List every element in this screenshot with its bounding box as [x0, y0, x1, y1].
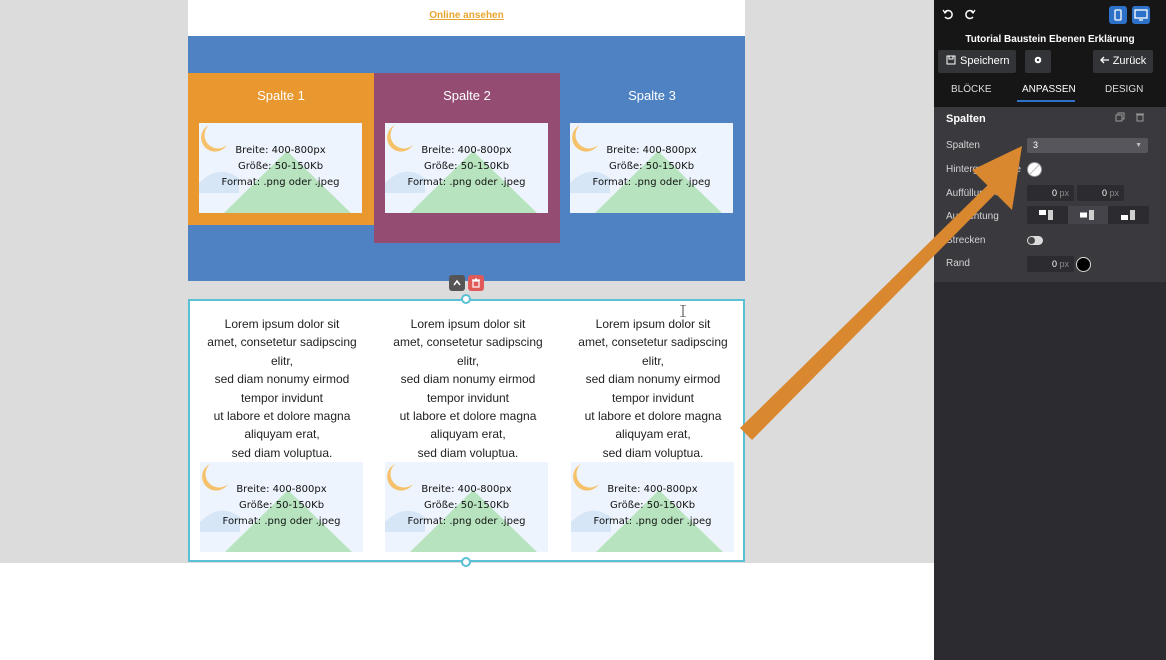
image-placeholder-icon	[200, 464, 352, 552]
padding-right-input[interactable]: 0 px	[1077, 185, 1124, 201]
panel-title: Spalten	[946, 113, 986, 125]
align-bottom-option[interactable]	[1109, 206, 1149, 224]
align-top-option[interactable]	[1027, 206, 1067, 224]
columns-select-value: 3	[1033, 140, 1039, 150]
column-1[interactable]: Spalte 1 Breite: 400-800px Größe: 50-150…	[188, 73, 374, 225]
canvas-below-area	[0, 563, 934, 660]
settings-button[interactable]	[1025, 50, 1051, 73]
background-color-label: Hintergrundfarbe	[946, 164, 1022, 175]
chevron-up-icon	[453, 279, 461, 286]
tab-design[interactable]: DESIGN	[1105, 84, 1144, 95]
toggle-knob	[1028, 237, 1035, 244]
trash-icon	[472, 278, 480, 288]
mobile-icon	[1114, 9, 1122, 21]
column-title: Spalte 1	[257, 88, 305, 103]
image-placeholder[interactable]: Breite: 400-800px Größe: 50-150Kb Format…	[385, 462, 548, 552]
resize-handle-bottom[interactable]	[461, 557, 471, 567]
tab-bloecke[interactable]: BLÖCKE	[951, 84, 992, 95]
border-label: Rand	[946, 258, 970, 269]
arrow-left-icon	[1099, 56, 1109, 64]
column-2[interactable]: Spalte 2 Breite: 400-800px Größe: 50-150…	[374, 73, 560, 243]
save-button[interactable]: Speichern	[938, 50, 1016, 73]
align-middle-icon	[1080, 210, 1094, 220]
desktop-view-button[interactable]	[1132, 6, 1150, 24]
copy-icon	[1115, 112, 1125, 122]
image-placeholder-icon	[385, 125, 537, 213]
trash-icon	[1136, 113, 1144, 122]
padding-label: Auffüllung ↔	[946, 188, 1004, 199]
column-title: Spalte 2	[443, 88, 491, 103]
text-cursor-icon	[680, 305, 686, 317]
columns-select[interactable]: 3 ▼	[1027, 138, 1148, 153]
online-view-link[interactable]: Online ansehen	[429, 10, 504, 21]
border-width-input[interactable]: 0 px	[1027, 256, 1074, 272]
padding-left-input[interactable]: 0 px	[1027, 185, 1074, 201]
editor-sidebar: Tutorial Baustein Ebenen Erklärung Speic…	[934, 0, 1166, 660]
save-label: Speichern	[960, 55, 1010, 67]
column-3[interactable]: Spalte 3 Breite: 400-800px Größe: 50-150…	[559, 73, 745, 225]
caret-down-icon: ▼	[1135, 142, 1142, 149]
image-placeholder-icon	[385, 464, 537, 552]
image-placeholder-text: Breite: 400-800px Größe: 50-150Kb Format…	[222, 484, 341, 527]
align-top-icon	[1039, 210, 1053, 220]
redo-button[interactable]	[964, 8, 976, 23]
image-placeholder[interactable]: Breite: 400-800px Größe: 50-150Kb Format…	[199, 123, 362, 213]
tab-anpassen[interactable]: ANPASSEN	[1022, 84, 1076, 95]
no-color-icon	[1029, 164, 1040, 175]
image-placeholder[interactable]: Breite: 400-800px Größe: 50-150Kb Format…	[570, 123, 733, 213]
active-tab-indicator	[1017, 100, 1075, 102]
undo-icon	[942, 9, 953, 20]
alignment-label: Ausrichtung	[946, 211, 999, 222]
template-title: Tutorial Baustein Ebenen Erklärung	[965, 34, 1135, 45]
image-placeholder-icon	[199, 125, 351, 213]
undo-button[interactable]	[942, 8, 954, 23]
preheader-strip: Online ansehen	[188, 0, 745, 36]
spalten-label: Spalten	[946, 140, 980, 151]
background-color-swatch[interactable]	[1027, 162, 1042, 177]
duplicate-button[interactable]	[1115, 112, 1125, 125]
border-color-swatch[interactable]	[1076, 257, 1091, 272]
image-placeholder-text: Breite: 400-800px Größe: 50-150Kb Format…	[221, 145, 340, 188]
mobile-view-button[interactable]	[1109, 6, 1127, 24]
stretch-label: Strecken	[946, 235, 986, 246]
sidebar-header: Tutorial Baustein Ebenen Erklärung Speic…	[934, 0, 1166, 107]
resize-handle-top[interactable]	[461, 294, 471, 304]
image-placeholder-icon	[571, 464, 723, 552]
columns-block[interactable]: Spalte 1 Breite: 400-800px Größe: 50-150…	[188, 36, 745, 281]
alignment-options	[1027, 206, 1149, 224]
gear-icon	[1034, 56, 1042, 64]
image-placeholder[interactable]: Breite: 400-800px Größe: 50-150Kb Format…	[571, 462, 734, 552]
align-middle-option[interactable]	[1068, 206, 1108, 224]
image-placeholder-text: Breite: 400-800px Größe: 50-150Kb Format…	[407, 145, 526, 188]
back-button[interactable]: Zurück	[1093, 50, 1153, 73]
desktop-icon	[1134, 9, 1148, 21]
image-placeholder[interactable]: Breite: 400-800px Größe: 50-150Kb Format…	[200, 462, 363, 552]
redo-icon	[965, 9, 976, 20]
stretch-toggle[interactable]	[1027, 236, 1043, 245]
image-placeholder-text: Breite: 400-800px Größe: 50-150Kb Format…	[407, 484, 526, 527]
image-placeholder-text: Breite: 400-800px Größe: 50-150Kb Format…	[593, 484, 712, 527]
column-title: Spalte 3	[628, 88, 676, 103]
image-placeholder[interactable]: Breite: 400-800px Größe: 50-150Kb Format…	[385, 123, 548, 213]
floppy-disk-icon	[946, 55, 956, 65]
block-toolbar	[449, 275, 486, 291]
move-up-button[interactable]	[449, 275, 465, 291]
columns-settings-panel: Spalten Spalten 3 ▼ Hintergrundfarbe Auf…	[934, 107, 1166, 282]
image-placeholder-icon	[570, 125, 722, 213]
delete-button[interactable]	[1135, 112, 1145, 125]
image-placeholder-text: Breite: 400-800px Größe: 50-150Kb Format…	[592, 145, 711, 188]
back-label: Zurück	[1112, 55, 1147, 67]
align-bottom-icon	[1121, 210, 1135, 220]
delete-block-button[interactable]	[468, 275, 484, 291]
